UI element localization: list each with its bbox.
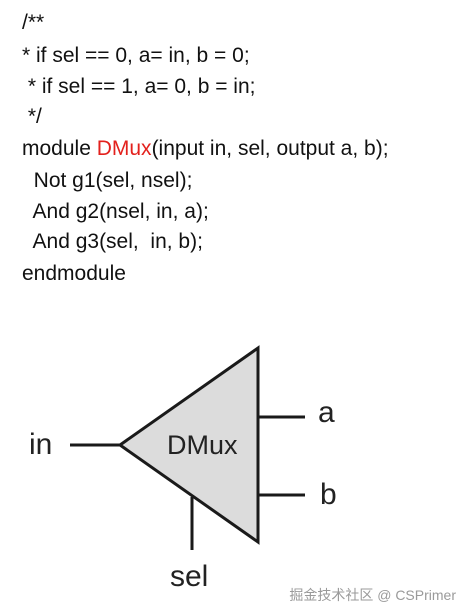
output-a-label: a xyxy=(318,396,335,429)
select-label: sel xyxy=(170,560,209,593)
code-line-4: */ xyxy=(22,105,42,128)
module-name: DMux xyxy=(96,137,152,160)
code-line-6: Not g1(sel, nsel); xyxy=(22,169,193,192)
output-b-label: b xyxy=(320,478,337,511)
input-label: in xyxy=(29,428,53,461)
code-line-8: And g3(sel, in, b); xyxy=(22,230,203,253)
block-label: DMux xyxy=(167,430,238,460)
dmux-block xyxy=(117,345,260,545)
watermark: 掘金技术社区 @ CSPrimer xyxy=(289,587,456,603)
code-line-1: /** xyxy=(22,11,45,34)
code-line-2: * if sel == 0, a= in, b = 0; xyxy=(22,44,250,67)
code-line-3: * if sel == 1, a= 0, b = in; xyxy=(22,75,256,98)
code-line-5: module DMux(input in, sel, output a, b); xyxy=(22,136,389,162)
module-keyword: module xyxy=(22,137,97,160)
code-line-7: And g2(nsel, in, a); xyxy=(22,200,209,223)
code-line-9: endmodule xyxy=(22,262,126,285)
module-ports: (input in, sel, output a, b); xyxy=(151,137,389,160)
